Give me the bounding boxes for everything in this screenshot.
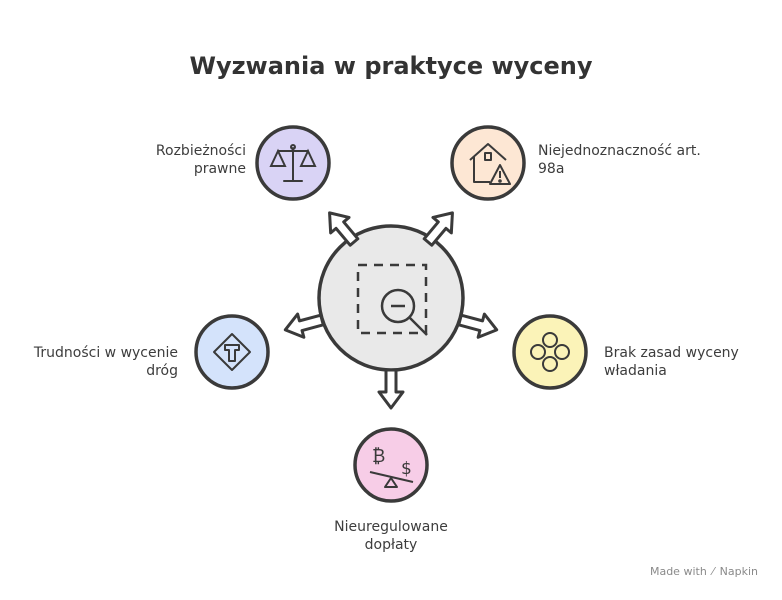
label-art98a: Niejednoznaczność art. 98a	[538, 142, 728, 178]
center-hub	[317, 224, 465, 372]
napkin-logo-icon: ⁄	[712, 565, 715, 578]
arrow-to-possession	[457, 312, 499, 339]
road-sign-icon	[213, 333, 251, 371]
arrow-to-art98a	[422, 211, 454, 247]
label-roads: Trudności w wycenie dróg	[16, 344, 178, 380]
arrow-to-legal	[328, 211, 360, 247]
diagram-title: Wyzwania w praktyce wyceny	[189, 52, 593, 80]
house-warning-icon	[469, 143, 511, 185]
arrows	[283, 211, 499, 410]
watermark[interactable]: Made with ⁄ Napkin	[650, 565, 758, 578]
label-art98a-line2: 98a	[538, 161, 565, 177]
svg-text:$: $	[401, 459, 412, 479]
label-possession-line1: Brak zasad wyceny	[604, 345, 739, 361]
label-possession: Brak zasad wyceny władania	[604, 344, 772, 380]
scales-icon	[269, 144, 317, 182]
label-art98a-line1: Niejednoznaczność art.	[538, 143, 701, 159]
label-possession-line2: władania	[604, 363, 667, 379]
watermark-brand: Napkin	[719, 565, 758, 578]
label-legal-line1: Rozbieżności	[155, 143, 246, 159]
label-legal: Rozbieżności prawne	[120, 142, 246, 178]
node-legal	[255, 125, 331, 201]
node-roads	[194, 314, 270, 390]
label-roads-line2: dróg	[146, 363, 178, 379]
label-payments-line1: Nieuregulowane	[334, 519, 448, 535]
svg-text:₿: ₿	[372, 446, 385, 467]
currency-balance-icon: ₿ $	[369, 446, 414, 488]
search-zoom-out-icon	[356, 263, 428, 336]
label-roads-line1: Trudności w wycenie	[33, 345, 178, 361]
watermark-made-with: Made with	[649, 565, 707, 578]
arrow-to-roads	[283, 312, 325, 339]
label-payments-line2: dopłaty	[364, 537, 418, 553]
circles-icon	[530, 332, 570, 372]
label-legal-line2: prawne	[193, 161, 246, 177]
node-possession	[512, 314, 588, 390]
node-art98a	[450, 125, 526, 201]
label-payments: Nieuregulowane dopłaty	[300, 518, 482, 554]
arrow-to-payments	[377, 368, 405, 410]
node-payments: ₿ $	[353, 427, 429, 503]
